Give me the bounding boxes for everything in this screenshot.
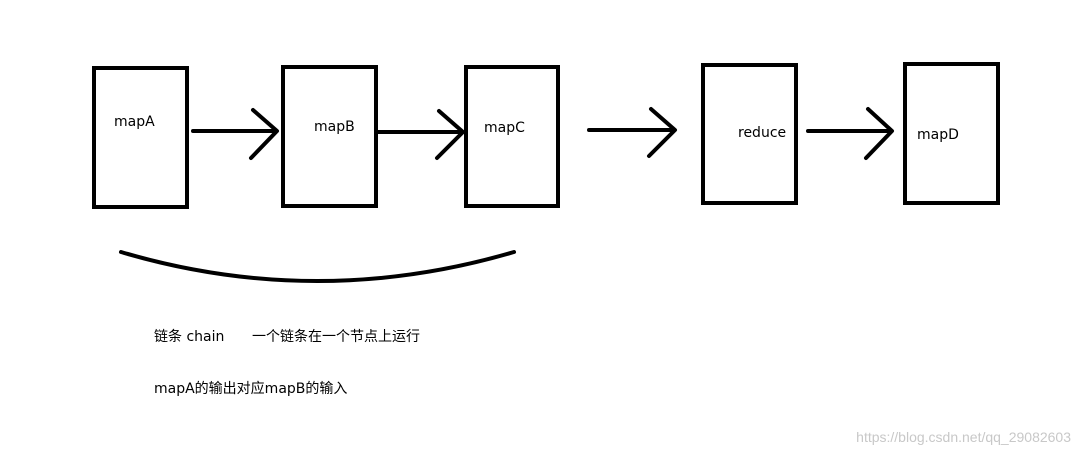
node-box-mapA [92,66,189,209]
node-label-reduce: reduce [738,125,786,141]
io-description: mapA的输出对应mapB的输入 [154,381,348,397]
node-box-mapB [281,65,378,208]
chain-term-label: 链条 chain [154,329,225,345]
arrow-mapB-to-mapC [375,109,465,160]
node-label-mapD: mapD [917,127,959,143]
node-label-mapC: mapC [484,120,525,136]
node-box-mapD [903,62,1000,205]
node-box-mapC [464,65,560,208]
arrow-mapA-to-mapB [191,108,279,160]
node-box-reduce [701,63,798,205]
arrow-mapC-to-reduce [587,107,677,158]
arrow-reduce-to-mapD [806,107,894,160]
chain-description: 一个链条在一个节点上运行 [252,329,420,345]
watermark-text: https://blog.csdn.net/qq_29082603 [856,429,1071,445]
node-label-mapB: mapB [314,119,355,135]
chain-brace-curve [119,250,516,283]
node-label-mapA: mapA [114,114,155,130]
